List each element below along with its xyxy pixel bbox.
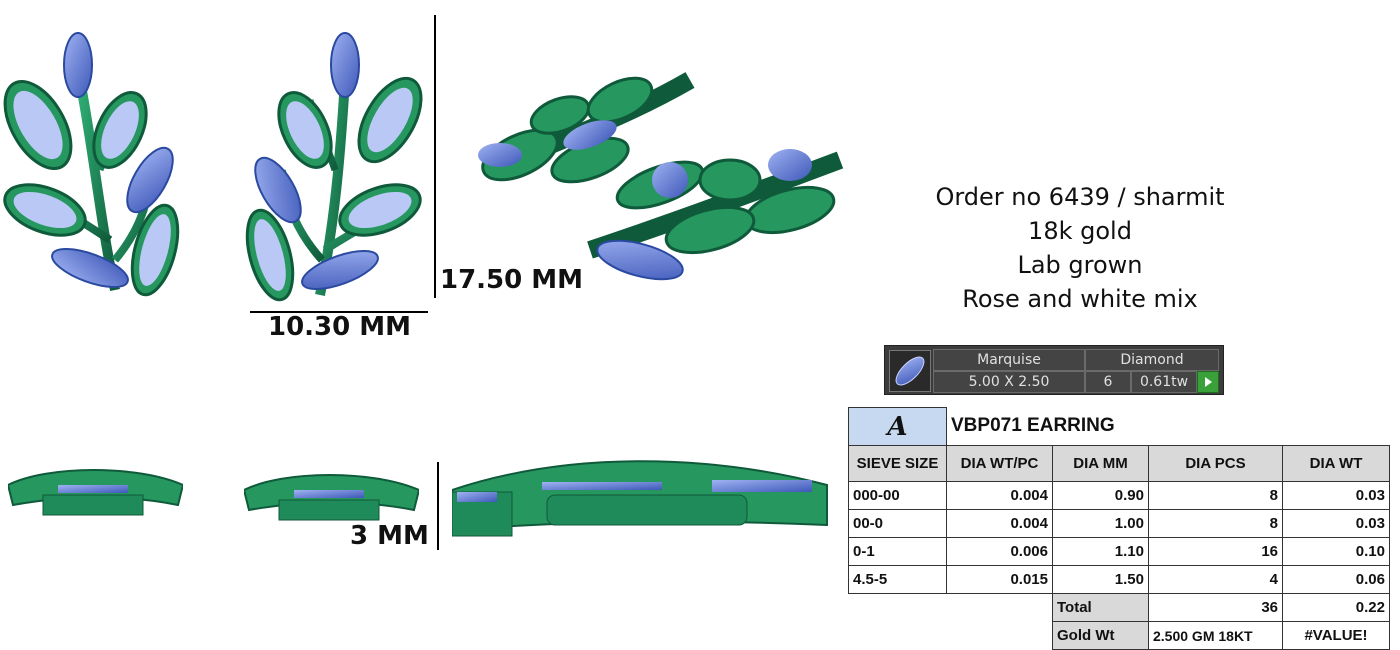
- cell-sieve-size: 00-0: [848, 509, 947, 538]
- cell-dia-wt-pc: 0.006: [946, 537, 1053, 566]
- marquise-stone-icon: [889, 350, 931, 392]
- gold-wt-label: Gold Wt: [1052, 621, 1149, 650]
- earring-front-view-left: [3, 32, 180, 297]
- table-row: 000-00 0.004 0.90 8 0.03: [848, 481, 1390, 510]
- total-label: Total: [1052, 593, 1149, 622]
- table-row: 0-1 0.006 1.10 16 0.10: [848, 537, 1390, 566]
- play-arrow-icon[interactable]: [1197, 371, 1219, 393]
- gold-wt-value: 2.500 GM 18KT: [1148, 621, 1283, 650]
- header-dia-wt-pc: DIA WT/PC: [946, 445, 1053, 482]
- table-gold-row: Gold Wt 2.500 GM 18KT #VALUE!: [849, 621, 1390, 650]
- earring-perspective-view: [478, 72, 844, 281]
- depth-dimension-label: 3 MM: [350, 521, 429, 551]
- cell-sieve-size: 000-00: [848, 481, 947, 510]
- stone-size: 5.00 X 2.50: [933, 371, 1085, 393]
- cell-sieve-size: 4.5-5: [848, 565, 947, 594]
- cell-dia-pcs: 8: [1148, 509, 1283, 538]
- total-wt: 0.22: [1282, 593, 1390, 622]
- stone-weight: 0.61tw: [1131, 371, 1197, 393]
- table-total-row: Total 36 0.22: [849, 593, 1390, 622]
- diamond-spec-table: A VBP071 EARRING SIEVE SIZE DIA WT/PC DI…: [848, 407, 1390, 650]
- stone-info-widget: Marquise Diamond 5.00 X 2.50 6 0.61tw: [884, 345, 1224, 395]
- table-row: 00-0 0.004 1.00 8 0.03: [848, 509, 1390, 538]
- cell-dia-wt: 0.03: [1282, 481, 1390, 510]
- brand-logo: A: [848, 407, 947, 446]
- header-dia-pcs: DIA PCS: [1148, 445, 1283, 482]
- width-dimension-label: 10.30 MM: [268, 312, 412, 342]
- cell-dia-wt-pc: 0.004: [946, 509, 1053, 538]
- depth-dimension-line: [437, 462, 439, 550]
- cell-dia-pcs: 16: [1148, 537, 1283, 566]
- stone-type: Diamond: [1085, 349, 1219, 371]
- cell-dia-wt: 0.03: [1282, 509, 1390, 538]
- height-dimension-line: [434, 15, 436, 298]
- earring-side-view-left: [8, 469, 183, 516]
- diamond-type: Lab grown: [1017, 251, 1143, 279]
- earring-side-perspective-view: [452, 460, 828, 537]
- table-row: 4.5-5 0.015 1.50 4 0.06: [848, 565, 1390, 594]
- cell-dia-mm: 1.50: [1052, 565, 1149, 594]
- stone-count: 6: [1085, 371, 1131, 393]
- header-sieve-size: SIEVE SIZE: [848, 445, 947, 482]
- total-pcs: 36: [1148, 593, 1283, 622]
- cell-dia-wt: 0.06: [1282, 565, 1390, 594]
- cell-dia-pcs: 4: [1148, 565, 1283, 594]
- table-title-row: A VBP071 EARRING: [848, 407, 1390, 446]
- height-dimension-label: 17.50 MM: [440, 265, 584, 295]
- order-notes: Order no 6439 / sharmit 18k gold Lab gro…: [900, 180, 1260, 316]
- cell-dia-mm: 1.00: [1052, 509, 1149, 538]
- earring-side-view-right: [244, 474, 419, 521]
- header-dia-mm: DIA MM: [1052, 445, 1149, 482]
- table-header-row: SIEVE SIZE DIA WT/PC DIA MM DIA PCS DIA …: [848, 445, 1390, 482]
- order-number: Order no 6439 / sharmit: [935, 183, 1225, 211]
- product-title: VBP071 EARRING: [946, 407, 1390, 446]
- cell-dia-pcs: 8: [1148, 481, 1283, 510]
- cell-dia-wt-pc: 0.015: [946, 565, 1053, 594]
- gold-wt-error: #VALUE!: [1282, 621, 1390, 650]
- cell-dia-mm: 0.90: [1052, 481, 1149, 510]
- earring-front-view-right: [245, 32, 423, 302]
- cell-dia-wt: 0.10: [1282, 537, 1390, 566]
- color-mix: Rose and white mix: [962, 285, 1198, 313]
- header-dia-wt: DIA WT: [1282, 445, 1390, 482]
- gold-spec: 18k gold: [1028, 217, 1132, 245]
- width-dimension-line: [250, 311, 428, 313]
- cell-dia-wt-pc: 0.004: [946, 481, 1053, 510]
- stone-shape: Marquise: [933, 349, 1085, 371]
- cell-sieve-size: 0-1: [848, 537, 947, 566]
- cell-dia-mm: 1.10: [1052, 537, 1149, 566]
